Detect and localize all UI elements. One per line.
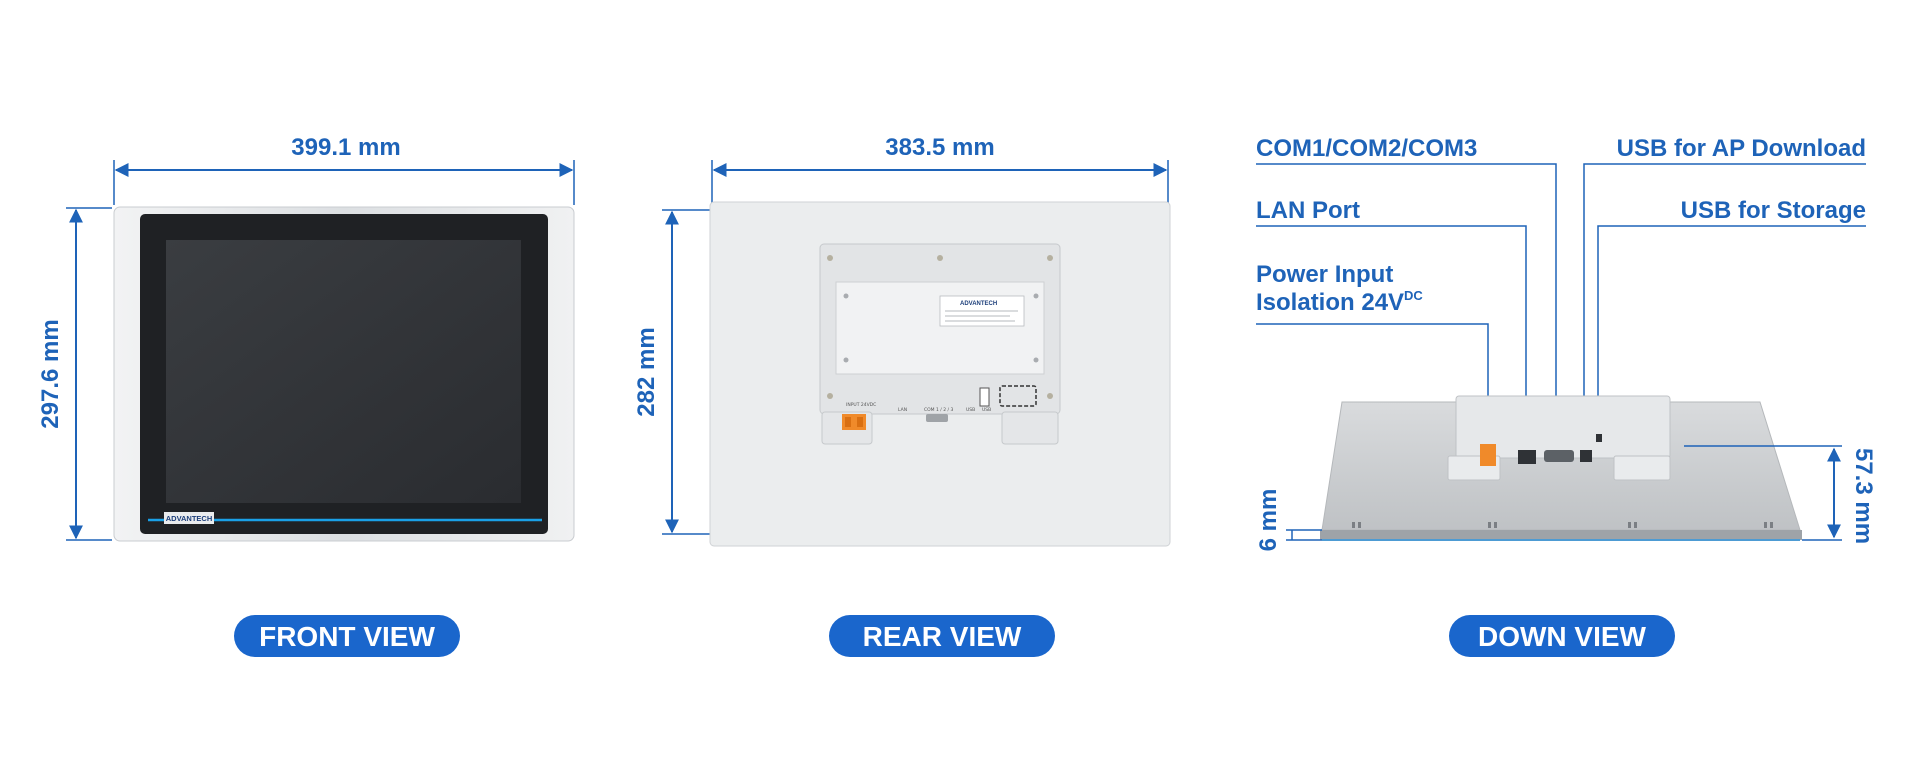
callout-power-superscript: DC	[1404, 288, 1423, 303]
callout-power-input-line2: Isolation 24VDC	[1256, 288, 1423, 316]
rear-port-label-usb-2: USB	[982, 407, 991, 413]
rear-port-label-com: COM 1 / 2 / 3	[924, 407, 953, 413]
rear-com-port	[926, 414, 948, 422]
rear-port-label-usb-1: USB	[966, 407, 975, 413]
front-view-pill	[234, 615, 460, 657]
callout-com-ports: COM1/COM2/COM3	[1256, 135, 1477, 162]
leader-lan	[1256, 225, 1527, 452]
callout-usb-storage: USB for Storage	[1681, 197, 1866, 224]
front-height-label: 297.6 mm	[37, 319, 64, 428]
down-lan-port	[1518, 450, 1536, 464]
rear-brand-logo: ADVANTECH	[960, 301, 997, 307]
front-width-label: 399.1 mm	[291, 134, 400, 161]
front-view: 399.1 mm 297.6 mm ADVANTECH FRONT VIEW	[37, 134, 575, 657]
rear-sd-slot	[999, 385, 1037, 407]
down-bezel-edge	[1320, 530, 1802, 540]
rear-width-label: 383.5 mm	[885, 134, 994, 161]
callout-lan-port: LAN Port	[1256, 197, 1360, 224]
down-bezel-label: 6 mm	[1255, 489, 1282, 552]
callout-usb-ap-download: USB for AP Download	[1617, 135, 1866, 162]
down-com-port	[1544, 450, 1574, 462]
rear-height-label: 282 mm	[633, 327, 660, 416]
rear-usb-port	[979, 387, 990, 407]
down-view-pill	[1449, 615, 1675, 657]
leader-usb-ap	[1583, 163, 1866, 452]
down-right-bracket	[1613, 455, 1671, 481]
rear-port-label-lan: LAN	[898, 407, 907, 413]
rear-port-label-power: INPUT 24VDC	[846, 402, 876, 408]
callout-power-input-line1: Power Input	[1256, 261, 1393, 288]
rear-view-pill	[829, 615, 1055, 657]
rear-right-bracket	[1001, 411, 1059, 445]
down-view: COM1/COM2/COM3 LAN Port Power Input Isol…	[1255, 135, 1877, 657]
down-power-terminal	[1480, 444, 1496, 466]
leader-usb-storage	[1597, 225, 1866, 440]
front-screen	[166, 240, 521, 503]
rear-view-label: REAR VIEW	[863, 621, 1022, 652]
down-depth-label: 57.3 mm	[1850, 448, 1877, 544]
front-brand-logo: ADVANTECH	[166, 514, 213, 523]
rear-view: 383.5 mm 282 mm ADVANTECH INPUT 24VDC LA…	[633, 134, 1171, 657]
front-view-label: FRONT VIEW	[259, 621, 435, 652]
down-view-label: DOWN VIEW	[1478, 621, 1647, 652]
down-usb-port	[1580, 450, 1592, 462]
leader-com	[1256, 163, 1557, 452]
